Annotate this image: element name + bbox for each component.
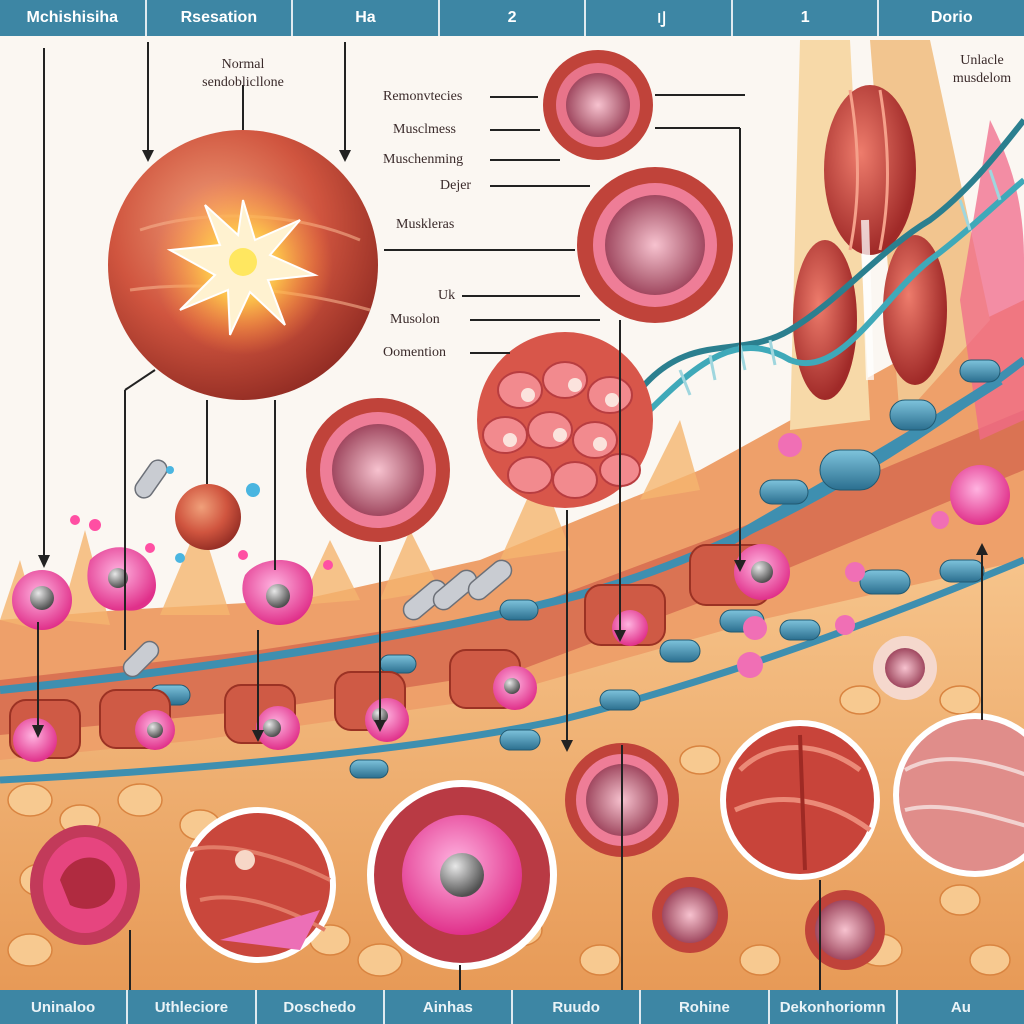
- bottom-tab-label: Ruudo: [513, 990, 642, 1024]
- bottom-tab-label: Uninaloo: [0, 990, 129, 1024]
- bottom-label-bar: Uninaloo Uthleciore Doschedo Ainhas Ruud…: [0, 990, 1024, 1024]
- top-tab-label: 1: [733, 0, 880, 36]
- pink-cells: [12, 433, 1010, 762]
- right-top-label: Unlacle musdelom: [940, 52, 1024, 88]
- small-muscle-ball: [175, 484, 241, 550]
- magnified-muscle-circle: [720, 720, 880, 880]
- normal-cell-label-line2: sendoblicllone: [202, 75, 284, 90]
- annotation-leaders: [37, 42, 983, 990]
- magnified-fibrous-circle: [893, 713, 1024, 877]
- bottom-tab-label: Dekonhoriomn: [770, 990, 898, 1024]
- magnified-pink-cell: [30, 825, 140, 945]
- right-top-label-line1: Unlacle: [960, 53, 1004, 68]
- small-pink-disc: [873, 636, 937, 700]
- muschenming-label: Muschenming: [383, 152, 464, 167]
- bottom-tab-label: Rohine: [641, 990, 770, 1024]
- normal-cell-label-line1: Normal: [221, 57, 265, 72]
- top-tab-label: 刂: [586, 0, 733, 36]
- pill-capsules: [122, 459, 513, 678]
- remonvtecies-label: Remonvtecies: [383, 89, 463, 104]
- uk-label: Uk: [438, 288, 456, 303]
- bottom-tab-label: Au: [950, 998, 971, 1016]
- bottom-tab-label: Ainhas: [385, 990, 513, 1024]
- dna-helix: [637, 118, 1024, 413]
- normal-muscle-cell: [108, 130, 378, 400]
- musclmess-label: Musclmess: [393, 122, 456, 137]
- cell-cluster: [477, 332, 653, 508]
- normal-cell-label: Normal sendoblicllone: [168, 56, 318, 92]
- right-top-label-line2: musdelom: [952, 71, 1012, 86]
- blood-vessels: [0, 356, 1024, 784]
- top-tab-label: Rsesation: [147, 0, 294, 36]
- cross-section-right: [805, 890, 885, 970]
- muskleras-label: Muskleras: [396, 217, 455, 232]
- magnified-pink-nucleus-circle: [367, 780, 557, 970]
- top-tab-label: 2: [440, 0, 587, 36]
- top-tab-label: Dorio: [930, 9, 973, 26]
- magnified-fiber-circle: [180, 807, 336, 963]
- top-tab-label: Mchishisiha: [0, 0, 147, 36]
- bottom-tab-label: Doschedo: [257, 990, 385, 1024]
- cross-section-small: [652, 877, 728, 953]
- annotation-arrowheads: [32, 150, 988, 752]
- cross-section-upper: [577, 167, 733, 323]
- cross-section-middle: [306, 398, 450, 542]
- oomention-label: Oomention: [383, 345, 446, 360]
- dejer-label: Dejer: [440, 178, 472, 193]
- top-label-bar: Mchishisiha Rsesation Ha 2 刂 1 Dorio: [0, 0, 1024, 36]
- musolon-label: Musolon: [390, 312, 440, 327]
- cross-section-top: [543, 50, 653, 160]
- top-tab-label: Ha: [293, 0, 440, 36]
- bottom-tab-label: Uthleciore: [128, 990, 257, 1024]
